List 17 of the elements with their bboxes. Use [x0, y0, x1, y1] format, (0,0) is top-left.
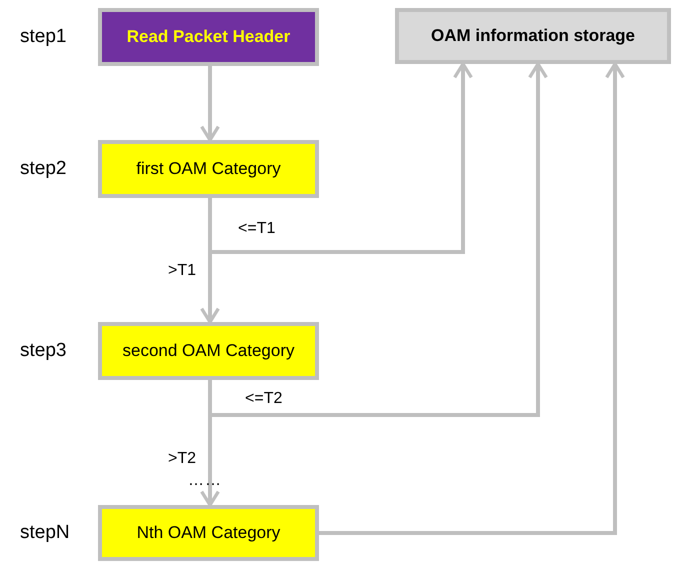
process-box — [98, 322, 319, 380]
process-box — [98, 505, 319, 561]
box-text: Nth OAM Category — [136, 523, 280, 543]
ellipsis-note: …… — [188, 472, 222, 490]
step-label: step3 — [20, 340, 66, 362]
process-box — [98, 140, 319, 198]
box-text: first OAM Category — [136, 159, 281, 179]
box-text: Read Packet Header — [126, 27, 290, 47]
process-box — [98, 8, 319, 66]
step-label: step1 — [20, 26, 66, 48]
box-text: OAM information storage — [430, 26, 635, 46]
storage-box — [395, 8, 671, 64]
box-text: second OAM Category — [122, 341, 294, 361]
arrow — [319, 62, 625, 535]
step-label: stepN — [20, 522, 70, 544]
step-label: step2 — [20, 158, 66, 180]
arrow — [200, 66, 220, 142]
